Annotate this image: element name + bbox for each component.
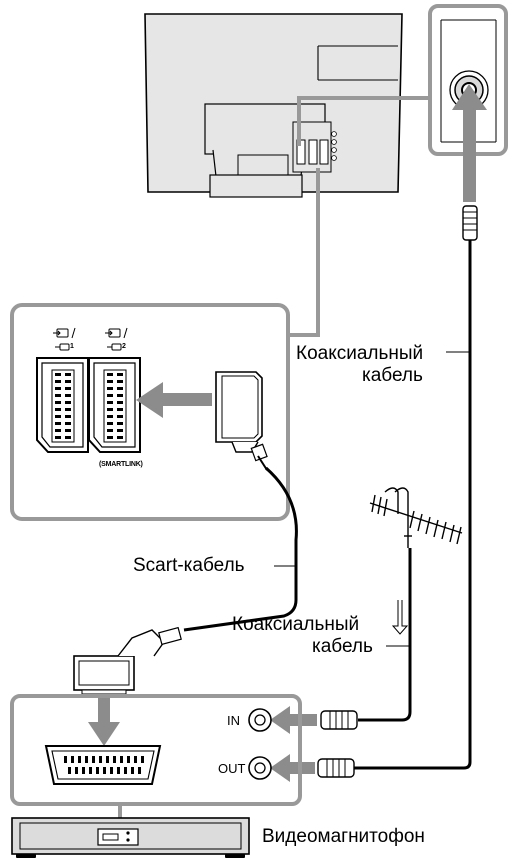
vcr-label: Видеомагнитофон	[262, 826, 425, 847]
scart-cable	[183, 466, 298, 632]
coax-plug-icon	[317, 758, 355, 778]
out-port-label: OUT	[218, 761, 246, 776]
tv-back-icon	[144, 13, 403, 198]
rf-in-port	[248, 708, 272, 732]
arrow-to-out-port	[270, 754, 315, 782]
arrow-to-vcr-scart	[88, 694, 120, 746]
rf-out-port	[248, 756, 272, 780]
scart-socket-icon	[36, 357, 89, 453]
scart1-number: 1	[70, 343, 74, 350]
scart-plug-icon	[73, 626, 182, 695]
antenna-icon	[369, 487, 463, 548]
coax-cable-label-top-line1: Коаксиальный	[296, 343, 424, 364]
vcr-panel-callout	[10, 694, 302, 806]
arrow-to-in-port	[270, 706, 317, 734]
wall-antenna-socket-icon	[428, 4, 508, 156]
coax-cable-label-mid-line1: Коаксиальный	[232, 614, 360, 635]
coax-plug-icon	[462, 205, 478, 252]
coax-cable-long	[354, 250, 472, 770]
coax-plug-icon	[320, 710, 358, 730]
scart2-number: 2	[122, 343, 126, 350]
coax-cable-label-mid-line2: кабель	[312, 636, 373, 657]
scart-cable-label: Scart-кабель	[133, 555, 245, 576]
vcr-icon	[11, 817, 250, 858]
scart-socket-icon	[88, 357, 141, 453]
arrow-to-scart2	[136, 382, 212, 418]
smartlink-label: (SMARTLINK)	[99, 461, 143, 468]
coax-cable-label-top: Коаксиальный	[296, 343, 423, 365]
input-symbol-icon	[53, 327, 128, 351]
coax-cable-label-top-line2: кабель	[362, 365, 423, 386]
coax-cable-antenna	[358, 548, 412, 722]
in-port-label: IN	[227, 713, 240, 728]
scart-plug-icon	[215, 371, 268, 471]
scart-socket-icon	[44, 745, 162, 785]
signal-arrow-icon	[391, 600, 409, 635]
arrow-to-antenna-socket	[452, 84, 487, 202]
